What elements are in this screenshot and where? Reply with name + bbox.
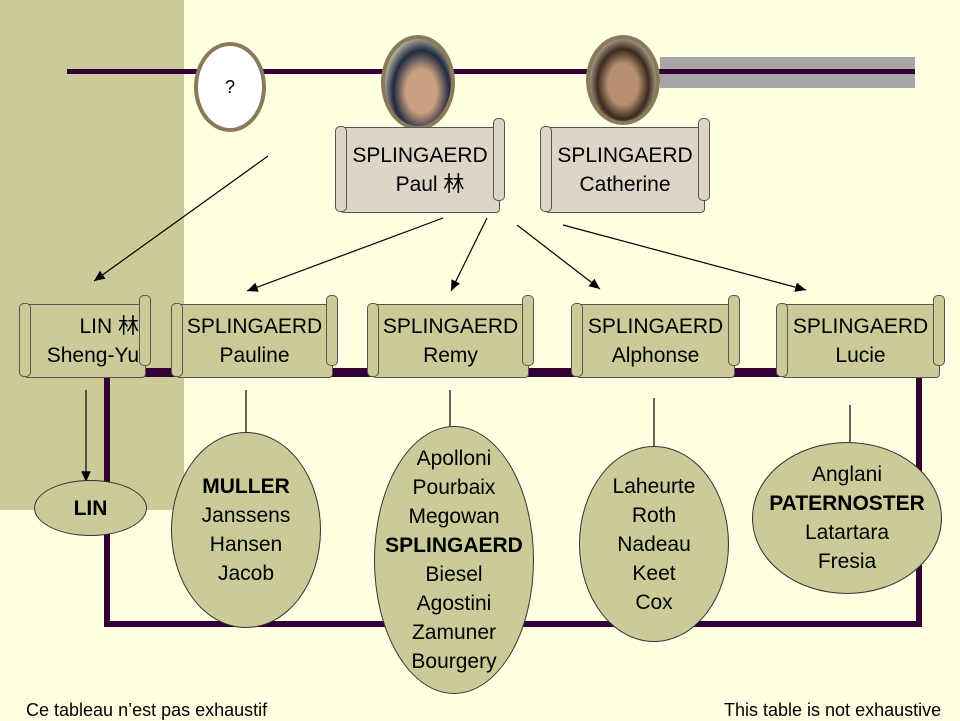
child-name-line2: Pauline	[219, 344, 290, 367]
arrow	[246, 217, 444, 292]
family-name: Agostini	[416, 592, 492, 615]
arrow	[450, 217, 488, 292]
footer-note-en: This table is not exhaustive	[724, 700, 942, 720]
child-scroll-lin: LIN 林 Sheng-Yu	[19, 295, 151, 378]
family-name: MULLER	[202, 475, 290, 498]
family-name: Nadeau	[617, 532, 691, 556]
unknown-label: ?	[224, 76, 235, 97]
family-name: Jacob	[217, 562, 275, 585]
footer-note-fr: Ce tableau n’est pas exhaustif	[26, 700, 268, 720]
child-name-line1: SPLINGAERD	[186, 315, 323, 338]
given-name: Catherine	[579, 173, 671, 196]
family-name: LIN	[73, 496, 108, 520]
family-name: Latartara	[804, 521, 890, 544]
child-name-line2: Remy	[423, 344, 478, 367]
family-name: Keet	[632, 561, 676, 585]
parent-scroll-catherine: SPLINGAERD Catherine	[540, 118, 710, 213]
given-name: Paul 林	[395, 173, 465, 196]
family-name: Laheurte	[612, 474, 696, 498]
family-name: PATERNOSTER	[769, 492, 925, 515]
child-scroll-remy: SPLINGAERD Remy	[367, 295, 534, 378]
child-name-line1: SPLINGAERD	[587, 315, 724, 338]
descendants-oval-pauline: MULLER Janssens Hansen Jacob	[171, 432, 321, 628]
paul-portrait	[381, 35, 455, 130]
descendants-oval-alphonse: Laheurte Roth Nadeau Keet Cox	[579, 446, 729, 642]
family-name: Biesel	[425, 563, 483, 586]
arrow	[516, 224, 601, 290]
family-name: Apolloni	[416, 447, 492, 470]
family-name: Roth	[631, 503, 677, 527]
child-name-line1: SPLINGAERD	[792, 315, 929, 338]
surname: SPLINGAERD	[352, 144, 488, 167]
descendants-oval-remy: Apolloni Pourbaix Megowan SPLINGAERD Bie…	[374, 426, 534, 694]
child-name-line1: LIN 林	[79, 315, 139, 338]
child-name-line2: Alphonse	[611, 344, 700, 367]
family-name: Pourbaix	[412, 476, 496, 499]
parent-scroll-paul: SPLINGAERD Paul 林	[335, 118, 505, 213]
family-name: Cox	[635, 590, 673, 614]
child-scroll-lucie: SPLINGAERD Lucie	[776, 295, 945, 378]
family-name: Anglani	[811, 463, 883, 486]
catherine-portrait	[586, 35, 660, 125]
marriage-line	[67, 69, 915, 74]
child-name-line1: SPLINGAERD	[382, 315, 519, 338]
family-name: SPLINGAERD	[385, 534, 523, 557]
descendants-oval-lucie: Anglani PATERNOSTER Latartara Fresia	[752, 442, 942, 594]
family-name: Hansen	[209, 533, 283, 556]
family-name: Megowan	[408, 505, 500, 528]
descendants-oval-lin: LIN	[34, 480, 147, 536]
child-name-line2: Sheng-Yu	[46, 344, 139, 367]
child-scroll-alphonse: SPLINGAERD Alphonse	[571, 295, 740, 378]
unknown-parent-portrait: ?	[194, 42, 266, 132]
arrow	[562, 224, 807, 292]
child-scroll-pauline: SPLINGAERD Pauline	[171, 295, 338, 378]
surname: SPLINGAERD	[557, 144, 693, 167]
arrow	[93, 155, 269, 282]
left-decor-panel	[0, 0, 184, 510]
family-name: Zamuner	[411, 621, 497, 644]
family-name: Bourgery	[411, 650, 497, 673]
family-name: Janssens	[201, 504, 291, 527]
child-name-line2: Lucie	[835, 344, 886, 367]
family-name: Fresia	[817, 550, 877, 573]
